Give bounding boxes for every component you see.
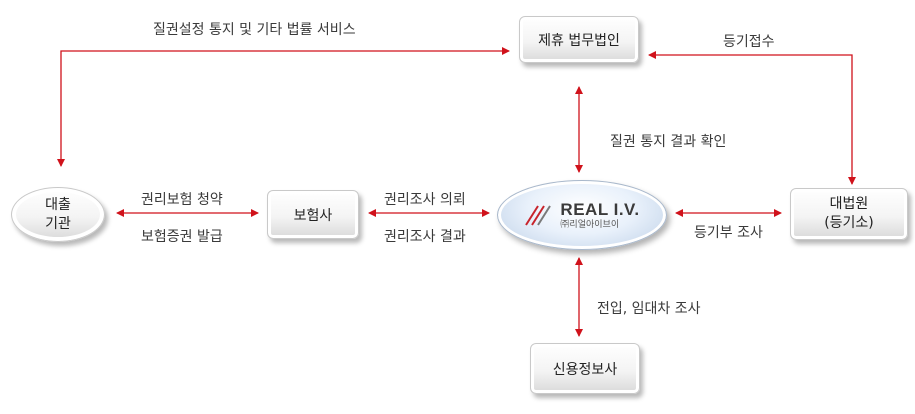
edge-label-legal-services: 질권설정 통지 및 기타 법률 서비스 — [153, 22, 356, 38]
company-korean-name: ㈜리얼아이브이 — [560, 219, 620, 230]
edge-label-registration: 등기접수 — [723, 34, 775, 50]
company-logo-text: REAL I.V. ㈜리얼아이브이 — [560, 200, 639, 231]
edge-label-insurance-apply: 권리보험 청약 — [141, 192, 223, 208]
edge-label-registry-search: 등기부 조사 — [694, 225, 763, 241]
company-name: REAL I.V. — [560, 199, 640, 219]
edge-label-title-search-request: 권리조사 의뢰 — [384, 192, 466, 208]
edge-label-title-search-result: 권리조사 결과 — [384, 229, 466, 245]
credit-info-agency-node: 신용정보사 — [530, 343, 640, 394]
arrow-partner-lender — [57, 47, 510, 167]
partner-law-firm-label: 제휴 법무법인 — [538, 32, 620, 49]
edge-label-tenancy-search: 전입, 임대차 조사 — [597, 301, 701, 317]
supreme-court-registry-node: 대법원 (등기소) — [790, 188, 908, 240]
court-label-line-2: (등기소) — [824, 215, 874, 231]
partner-law-firm-node: 제휴 법무법인 — [519, 16, 639, 63]
court-label-line-1: 대법원 — [829, 196, 869, 212]
insurer-node: 보험사 — [267, 190, 359, 239]
credit-info-agency-label: 신용정보사 — [552, 361, 618, 378]
diagonal-stripes-icon — [525, 205, 552, 226]
lender-label-line-1: 대출 — [45, 196, 71, 213]
real-iv-center-node: REAL I.V. ㈜리얼아이브이 — [497, 180, 667, 250]
lender-node: 대출 기관 — [11, 187, 105, 242]
edge-label-notice-confirm: 질권 통지 결과 확인 — [610, 134, 727, 150]
arrow-court-partner — [648, 51, 856, 185]
edge-label-policy-issue: 보험증권 발급 — [141, 229, 223, 245]
insurer-label: 보험사 — [293, 207, 333, 224]
lender-label-line-2: 기관 — [45, 215, 71, 232]
